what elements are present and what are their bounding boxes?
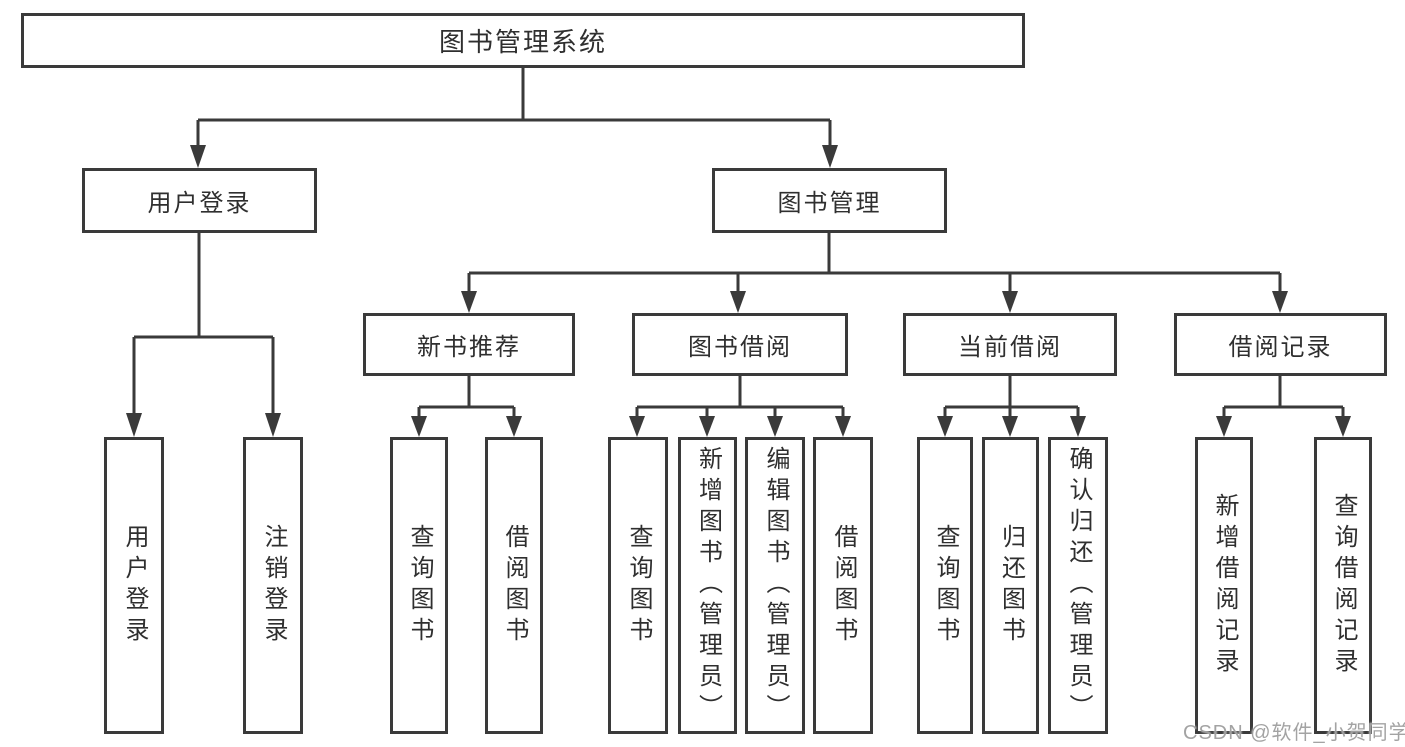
- arrowhead-br-query: [1335, 416, 1351, 437]
- leaf-label: 查询借阅记录: [1330, 492, 1357, 679]
- leaf-current-return-books: 归还图书: [982, 437, 1039, 734]
- leaf-records-query-record: 查询借阅记录: [1314, 437, 1372, 734]
- node-label: 当前借阅: [958, 334, 1062, 361]
- arrowhead-cb-query: [937, 416, 953, 437]
- node-label: 借阅记录: [1228, 334, 1333, 361]
- node-user-login: 用户登录: [82, 168, 317, 233]
- arrowhead-borrow-records: [1272, 291, 1288, 313]
- node-label: 图书借阅: [688, 334, 792, 361]
- leaf-label: 归还图书: [997, 523, 1025, 648]
- arrowhead-bb-edit: [767, 416, 783, 437]
- node-borrow-records: 借阅记录: [1174, 313, 1387, 376]
- leaf-label: 用户登录: [121, 523, 148, 648]
- arrowhead-book-borrow: [730, 291, 746, 313]
- node-label: 图书管理: [777, 190, 882, 217]
- node-book-mgmt: 图书管理: [712, 168, 947, 233]
- leaf-label: 编辑图书（管理员）: [762, 446, 789, 725]
- node-current-borrow: 当前借阅: [903, 313, 1117, 376]
- leaf-label: 借阅图书: [501, 523, 528, 648]
- leaf-label: 借阅图书: [830, 523, 857, 648]
- leaf-borrow-query-books: 查询图书: [608, 437, 668, 734]
- leaf-borrow-add-books-admin: 新增图书（管理员）: [678, 437, 737, 734]
- leaf-label: 查询图书: [625, 523, 652, 648]
- leaf-current-confirm-return-admin: 确认归还（管理员）: [1048, 437, 1108, 734]
- arrowhead-cb-return: [1002, 416, 1018, 437]
- arrowhead-nb-borrow: [506, 416, 522, 437]
- arrowhead-current-borrow: [1002, 291, 1018, 313]
- node-book-borrow: 图书借阅: [632, 313, 848, 376]
- leaf-borrow-borrow-books: 借阅图书: [813, 437, 873, 734]
- leaf-user-login: 用户登录: [104, 437, 164, 734]
- leaf-label: 新增借阅记录: [1211, 492, 1238, 679]
- leaf-current-query-books: 查询图书: [917, 437, 973, 734]
- leaf-label: 确认归还（管理员）: [1065, 446, 1092, 725]
- arrowhead-bb-query: [629, 416, 645, 437]
- leaf-label: 查询图书: [932, 523, 959, 648]
- leaf-label: 查询图书: [406, 523, 433, 648]
- watermark: CSDN @软件_小贺同学: [1183, 722, 1405, 744]
- arrowhead-cb-confirm: [1070, 416, 1086, 437]
- arrowhead-bb-borrow: [835, 416, 851, 437]
- node-root: 图书管理系统: [21, 13, 1025, 68]
- leaf-newbooks-query-books: 查询图书: [390, 437, 448, 734]
- leaf-label: 新增图书（管理员）: [694, 446, 722, 725]
- node-root-label: 图书管理系统: [438, 27, 607, 57]
- node-label: 新书推荐: [417, 334, 521, 361]
- arrowhead-nb-query: [411, 416, 427, 437]
- arrowhead-book-mgmt: [822, 145, 838, 168]
- arrowhead-bb-add: [699, 416, 715, 437]
- arrowhead-new-books: [461, 291, 477, 313]
- leaf-borrow-edit-books-admin: 编辑图书（管理员）: [745, 437, 805, 734]
- leaf-records-add-record: 新增借阅记录: [1195, 437, 1253, 734]
- leaf-logout: 注销登录: [243, 437, 303, 734]
- node-label: 用户登录: [147, 190, 252, 217]
- arrowhead-leaf-user-login: [126, 413, 142, 437]
- leaf-label: 注销登录: [260, 523, 287, 648]
- arrowhead-leaf-logout: [265, 413, 281, 437]
- node-new-books: 新书推荐: [363, 313, 575, 376]
- arrowhead-br-add: [1216, 416, 1232, 437]
- arrowhead-user-login: [190, 145, 206, 168]
- leaf-newbooks-borrow-books: 借阅图书: [485, 437, 543, 734]
